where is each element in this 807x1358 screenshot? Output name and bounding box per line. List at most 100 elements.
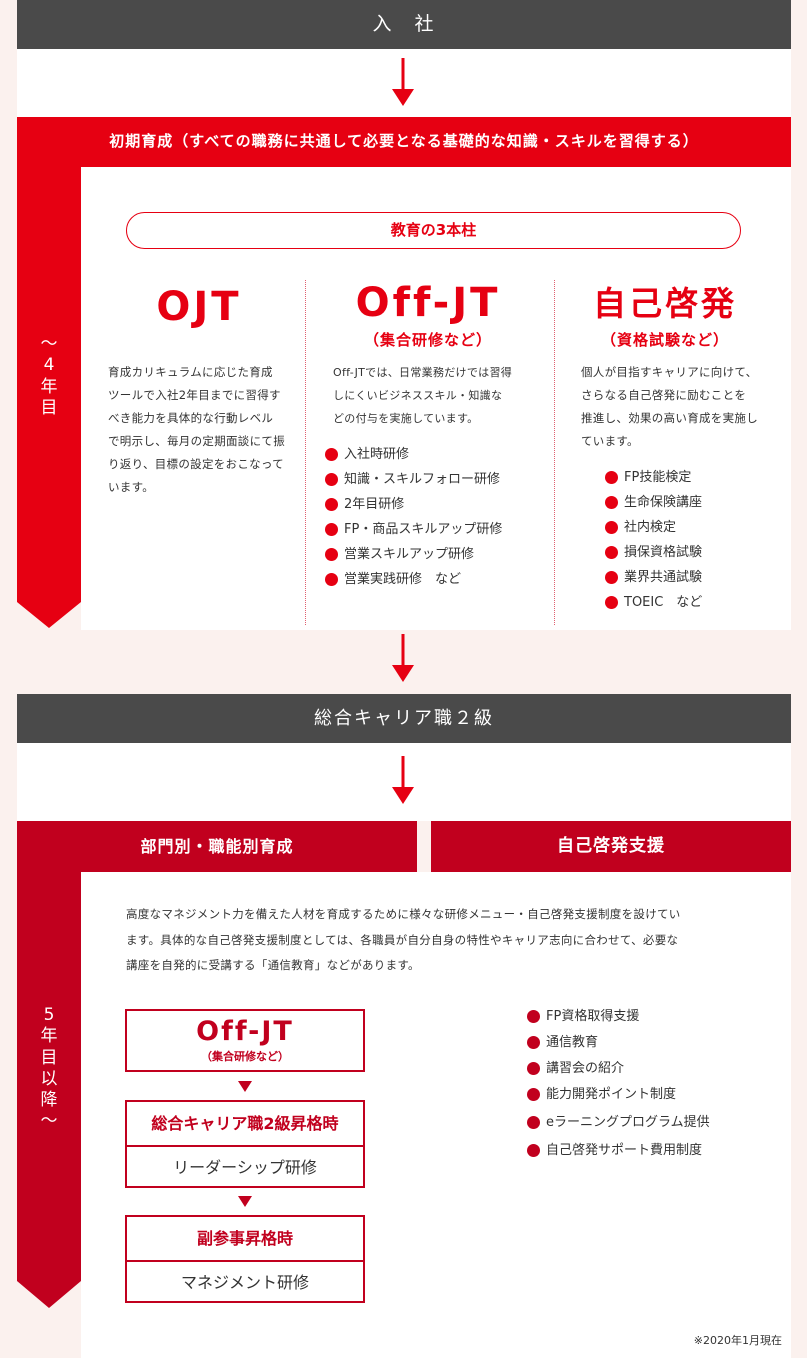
list-item: 生命保険講座 xyxy=(605,490,775,515)
bullet-icon xyxy=(527,1010,540,1023)
bullet-icon xyxy=(527,1062,540,1075)
list-item-label: 営業実践研修 など xyxy=(344,572,462,587)
step-leadership: 総合キャリア職2級昇格時 リーダーシップ研修 xyxy=(125,1100,365,1188)
list-item-label: FP技能検定 xyxy=(624,470,692,485)
career-grade-bar: 総合キャリア職２級 xyxy=(17,694,791,743)
list-item: 自己啓発サポート費用制度 xyxy=(527,1138,767,1164)
offjt-box-subtitle: （集合研修など） xyxy=(201,1050,289,1063)
three-pillars-label: 教育の3本柱 xyxy=(390,221,477,239)
bullet-icon xyxy=(325,573,338,586)
offjt-list: 入社時研修 知識・スキルフォロー研修 2年目研修 FP・商品スキルアップ研修 営… xyxy=(325,442,545,592)
self-dev-title: 自己啓発 xyxy=(593,284,737,323)
step-management-body: マネジメント研修 xyxy=(180,1273,309,1292)
list-item-label: 入社時研修 xyxy=(344,447,410,462)
bullet-icon xyxy=(605,571,618,584)
phase2-desc-line: ます。具体的な自己啓発支援制度としては、各職員が自分自身の特性やキャリア志向に合… xyxy=(126,932,679,947)
self-dev-desc-line: 個人が目指すキャリアに向けて、 xyxy=(581,365,758,379)
tab-self-dev-support: 自己啓発支援 xyxy=(431,821,791,872)
list-item-label: 社内検定 xyxy=(624,520,677,535)
list-item: eラーニングプログラム提供 xyxy=(527,1110,767,1138)
phase2-period-char: 以 xyxy=(40,1068,58,1089)
list-item: 能力開発ポイント制度 xyxy=(527,1082,767,1110)
career-grade-label: 総合キャリア職２級 xyxy=(314,708,494,729)
list-item: 2年目研修 xyxy=(325,492,545,517)
phase1-side-ribbon xyxy=(17,166,81,628)
self-dev-description: 個人が目指すキャリアに向けて、 さらなる自己啓発に励むことを 推進し、効果の高い… xyxy=(581,361,776,453)
phase1-period-label: 〜 4 年 目 xyxy=(37,334,61,419)
phase1-header: 初期育成（すべての職務に共通して必要となる基礎的な知識・スキルを習得する） xyxy=(17,117,791,167)
phase2-desc-line: 講座を自発的に受講する「通信教育」などがあります。 xyxy=(126,958,420,972)
phase1-header-label: 初期育成（すべての職務に共通して必要となる基礎的な知識・スキルを習得する） xyxy=(109,132,699,150)
bullet-icon xyxy=(325,523,338,536)
list-item: 通信教育 xyxy=(527,1030,767,1056)
list-item-label: 生命保険講座 xyxy=(624,495,703,510)
phase2-period-char: 5 xyxy=(43,1005,55,1025)
phase1-period-char: 年 xyxy=(40,376,58,397)
ojt-desc-line: べき能力を具体的な行動レベル xyxy=(108,411,274,425)
phase2-period-char: 目 xyxy=(40,1047,58,1068)
three-pillars-title: 教育の3本柱 xyxy=(126,212,741,249)
phase2-description: 高度なマネジメント力を備えた人材を育成するために様々な研修メニュー・自己啓発支援… xyxy=(126,902,776,979)
tab-self-dev-label: 自己啓発支援 xyxy=(557,836,665,856)
ojt-desc-line: で明示し、毎月の定期面談にて振 xyxy=(108,434,285,448)
bullet-icon xyxy=(605,596,618,609)
phase2-period-char: 年 xyxy=(40,1026,58,1047)
list-item: FP資格取得支援 xyxy=(527,1004,767,1030)
ojt-desc-line: り返り、目標の設定をおこなって xyxy=(108,457,284,471)
bullet-icon xyxy=(605,546,618,559)
phase2-period-label: 5 年 目 以 降 〜 xyxy=(37,1005,61,1133)
column-divider xyxy=(305,280,306,625)
tab-department-training: 部門別・職能別育成 xyxy=(17,821,417,872)
tab-department-label: 部門別・職能別育成 xyxy=(140,837,294,856)
self-dev-desc-line: 推進し、効果の高い育成を実施し xyxy=(581,411,758,425)
self-dev-subtitle: （資格試験など） xyxy=(600,331,729,349)
list-item: 入社時研修 xyxy=(325,442,545,467)
footnote: ※2020年1月現在 xyxy=(693,1334,782,1347)
list-item: 知識・スキルフォロー研修 xyxy=(325,467,545,492)
list-item: 社内検定 xyxy=(605,515,775,540)
ojt-desc-line: 育成カリキュラムに応じた育成 xyxy=(108,365,273,379)
join-company-bar: 入 社 xyxy=(17,0,791,49)
phase2-side-ribbon xyxy=(17,871,81,1308)
bullet-icon xyxy=(325,448,338,461)
step-management: 副参事昇格時 マネジメント研修 xyxy=(125,1215,365,1303)
list-item-label: 能力開発ポイント制度 xyxy=(546,1087,677,1102)
list-item-label: 通信教育 xyxy=(546,1035,599,1050)
list-item-label: 損保資格試験 xyxy=(624,545,703,560)
bullet-icon xyxy=(527,1036,540,1049)
list-item: 営業スキルアップ研修 xyxy=(325,542,545,567)
ojt-desc-line: います。 xyxy=(108,480,155,494)
list-item: FP・商品スキルアップ研修 xyxy=(325,517,545,542)
list-item: 講習会の紹介 xyxy=(527,1056,767,1082)
list-item-label: eラーニングプログラム提供 xyxy=(546,1115,710,1130)
phase1-period-char: 4 xyxy=(43,355,55,376)
offjt-desc-line: どの付与を実施しています。 xyxy=(333,412,479,425)
offjt-desc-line: しにくいビジネススキル・知識な xyxy=(333,389,503,402)
down-arrow-icon xyxy=(392,634,414,682)
bullet-icon xyxy=(605,521,618,534)
list-item-label: 営業スキルアップ研修 xyxy=(344,547,475,562)
join-company-label: 入 社 xyxy=(372,13,436,35)
list-item: 損保資格試験 xyxy=(605,540,775,565)
offjt-desc-line: Off-JTでは、日常業務だけでは習得 xyxy=(333,366,513,379)
bullet-icon xyxy=(325,498,338,511)
column-divider xyxy=(554,280,555,625)
support-list: FP資格取得支援 通信教育 講習会の紹介 能力開発ポイント制度 eラーニングプロ… xyxy=(527,1004,767,1164)
self-dev-list: FP技能検定 生命保険講座 社内検定 損保資格試験 業界共通試験 TOEIC な… xyxy=(605,465,775,615)
list-item: TOEIC など xyxy=(605,590,775,615)
flow-arrow-icon xyxy=(238,1196,252,1207)
offjt-description: Off-JTでは、日常業務だけでは習得 しにくいビジネススキル・知識な どの付与… xyxy=(333,361,538,430)
phase2-period-char: 降 xyxy=(40,1090,58,1110)
list-item-label: 知識・スキルフォロー研修 xyxy=(344,472,501,487)
list-item-label: TOEIC など xyxy=(624,595,703,610)
bullet-icon xyxy=(527,1088,540,1101)
list-item-label: 業界共通試験 xyxy=(624,570,703,585)
phase1-period-char: 目 xyxy=(40,397,58,418)
down-arrow-icon xyxy=(392,58,414,106)
ojt-desc-line: ツールで入社2年目までに習得す xyxy=(108,388,281,402)
offjt-box: Off-JT （集合研修など） xyxy=(125,1009,365,1072)
list-item-label: FP・商品スキルアップ研修 xyxy=(344,522,503,537)
list-item: 業界共通試験 xyxy=(605,565,775,590)
phase1-period-char: 〜 xyxy=(40,334,58,354)
list-item-label: 講習会の紹介 xyxy=(546,1061,625,1076)
